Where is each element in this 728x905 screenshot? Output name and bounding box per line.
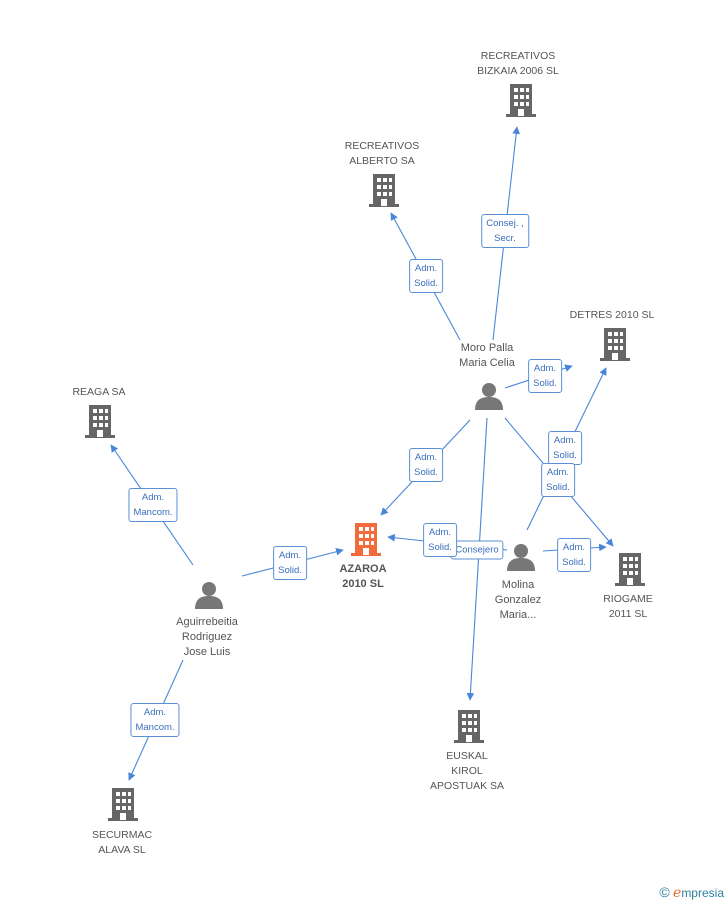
person-label-molina[interactable]: Molina Gonzalez Maria... [495, 578, 541, 623]
person-name-line: Jose Luis [183, 646, 231, 658]
relation-tag-adm-solid-molina-riogame: Adm. Solid. [557, 538, 591, 572]
building-icon-detres[interactable] [600, 328, 630, 361]
relation-tag-adm-solid-detres-b: Adm. Solid. [548, 431, 582, 465]
building-icon-reaga[interactable] [85, 405, 115, 438]
relation-tag-adm-mancom-reaga: Adm. Mancom. [128, 488, 178, 522]
building-icon-recreativos-bizkaia[interactable] [506, 84, 536, 117]
company-name-line: DETRES 2010 SL [569, 309, 655, 321]
company-label-securmac[interactable]: SECURMAC ALAVA SL [92, 828, 152, 858]
company-label-riogame[interactable]: RIOGAME 2011 SL [603, 592, 653, 622]
relation-tag-adm-solid-riogame: Adm. Solid. [541, 463, 575, 497]
relation-tag-line: Adm. [278, 550, 302, 561]
person-name-line: Aguirrebeitia [176, 616, 238, 628]
company-name-line: APOSTUAK SA [429, 780, 505, 792]
relation-tag-adm-solid-azaroa: Adm. Solid. [409, 448, 443, 482]
relation-tag-line: Adm. [533, 363, 557, 374]
company-name-line: 2011 SL [608, 608, 648, 620]
person-icon-molina[interactable] [507, 544, 535, 571]
relation-tag-line: Adm. [414, 263, 438, 274]
relation-tag-adm-solid-molina-azaroa: Adm. Solid. [423, 523, 457, 557]
relation-tag-line: Solid. [562, 557, 586, 568]
relation-tag-line: Solid. [546, 482, 570, 493]
company-name-line: RIOGAME [603, 593, 653, 605]
company-name-line: 2010 SL [342, 578, 384, 590]
relation-tag-line: Solid. [414, 278, 438, 289]
company-name-line: RECREATIVOS [344, 140, 420, 152]
building-icon-azaroa[interactable] [351, 523, 381, 556]
relation-tag-consejero: Consejero [450, 540, 504, 560]
person-icon-aguirrebeitia[interactable] [195, 582, 223, 609]
person-name-line: Maria Celia [459, 357, 515, 369]
person-label-aguirrebeitia[interactable]: Aguirrebeitia Rodriguez Jose Luis [176, 615, 238, 660]
building-icon-euskal[interactable] [454, 710, 484, 743]
company-label-azaroa[interactable]: AZAROA 2010 SL [339, 562, 386, 592]
relation-tag-line: Secr. [494, 233, 516, 244]
company-name-line: BIZKAIA 2006 SL [477, 65, 559, 77]
person-name-line: Molina [501, 579, 535, 591]
building-icon-securmac[interactable] [108, 788, 138, 821]
relation-tag-line: Adm. [143, 707, 167, 718]
company-name-line: ALBERTO SA [349, 155, 415, 167]
person-name-line: Rodriguez [181, 631, 233, 643]
company-label-reaga[interactable]: REAGA SA [72, 385, 125, 400]
relation-tag-adm-solid-alberto: Adm. Solid. [409, 259, 443, 293]
company-name-line: AZAROA [339, 563, 387, 575]
logo-e-glyph: e [673, 885, 682, 901]
logo-brand-text: mpresia [681, 886, 724, 900]
relation-tag-adm-solid-agui-azaroa: Adm. Solid. [273, 546, 307, 580]
relation-tag-line: Adm. [553, 435, 577, 446]
company-name-line: KIROL [451, 765, 483, 777]
company-label-recreativos-bizkaia[interactable]: RECREATIVOS BIZKAIA 2006 SL [477, 49, 559, 79]
relation-tag-line: Solid. [278, 565, 302, 576]
relation-tag-line: Solid. [553, 450, 577, 461]
company-name-line: ALAVA SL [98, 844, 146, 856]
company-name-line: EUSKAL [446, 750, 488, 762]
relation-tag-line: Consej. , [486, 218, 524, 229]
relation-tag-line: Mancom. [135, 722, 175, 733]
relation-tag-line: Consejero [455, 544, 499, 556]
company-name-line: SECURMAC [91, 829, 153, 841]
company-label-detres[interactable]: DETRES 2010 SL [570, 308, 655, 323]
relation-tag-line: Solid. [414, 467, 438, 478]
relation-tag-line: Solid. [533, 378, 557, 389]
relation-tag-line: Adm. [414, 452, 438, 463]
person-name-line: Moro Palla [460, 342, 514, 354]
relation-tag-line: Adm. [141, 492, 165, 503]
relation-tag-adm-mancom-securmac: Adm. Mancom. [130, 703, 180, 737]
company-label-recreativos-alberto[interactable]: RECREATIVOS ALBERTO SA [345, 139, 419, 169]
person-label-moro[interactable]: Moro Palla Maria Celia [459, 341, 515, 371]
copyright-symbol: © [659, 884, 670, 900]
person-name-line: Gonzalez [494, 594, 542, 606]
person-name-line: Maria... [499, 609, 537, 621]
company-label-euskal[interactable]: EUSKAL KIROL APOSTUAK SA [430, 749, 504, 794]
relation-tag-line: Adm. [562, 542, 586, 553]
relation-tag-line: Solid. [428, 542, 452, 553]
empresia-logo[interactable]: © empresia [659, 884, 724, 901]
building-icon-riogame[interactable] [615, 553, 645, 586]
company-name-line: RECREATIVOS [480, 50, 556, 62]
relation-tag-adm-solid-detres: Adm. Solid. [528, 359, 562, 393]
relation-tag-line: Mancom. [133, 507, 173, 518]
relation-tag-line: Adm. [428, 527, 452, 538]
relation-tag-line: Adm. [546, 467, 570, 478]
building-icon-recreativos-alberto[interactable] [369, 174, 399, 207]
company-name-line: REAGA SA [72, 386, 126, 398]
person-icon-moro[interactable] [475, 383, 503, 410]
relation-tag-consej-secr: Consej. , Secr. [481, 214, 529, 248]
